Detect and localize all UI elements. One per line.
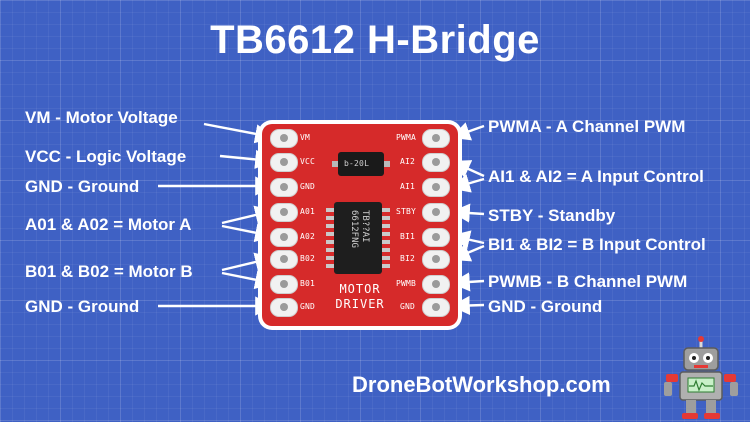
chip-lead xyxy=(326,216,334,220)
chip-lead xyxy=(332,161,338,167)
arrow-icon xyxy=(450,122,485,141)
chip-lead xyxy=(382,208,390,212)
pin-label: GND xyxy=(300,182,316,191)
pad xyxy=(422,275,450,294)
tb6612-chip: TB??AI 6612FNG xyxy=(326,202,390,274)
site-credit: DroneBotWorkshop.com xyxy=(352,372,611,397)
label-vcc: VCC - Logic Voltage xyxy=(25,147,187,166)
pin-label: BI1 xyxy=(400,232,416,241)
pin-label: PWMA xyxy=(396,133,417,142)
label-gnd-left-top: GND - Ground xyxy=(25,177,140,196)
pin-label: STBY xyxy=(396,207,417,216)
arrow-icon xyxy=(450,160,485,178)
pad xyxy=(270,250,298,269)
pad xyxy=(422,250,450,269)
arrow-icon xyxy=(203,122,275,144)
robot-mascot-icon xyxy=(664,336,738,419)
pin-label: GND xyxy=(400,302,416,311)
chip-lead xyxy=(326,248,334,252)
pin-label: B02 xyxy=(300,254,316,263)
arrow-icon xyxy=(450,272,485,292)
arrow-icon xyxy=(450,174,485,193)
board-silkscreen-line2: DRIVER xyxy=(335,297,385,311)
motor-driver-board: VM VCC GND A01 A02 B02 B01 GND PWMA AI2 … xyxy=(262,124,458,326)
chip-lead xyxy=(326,240,334,244)
chip-lead xyxy=(382,216,390,220)
chip-lead xyxy=(326,208,334,212)
pad xyxy=(270,178,298,197)
label-pwmb: PWMB - B Channel PWM xyxy=(488,272,688,291)
chip-lead xyxy=(326,232,334,236)
pin-label: A02 xyxy=(300,232,316,241)
pin-label: B01 xyxy=(300,279,316,288)
arrow-icon xyxy=(450,243,485,262)
label-gnd-left-bottom: GND - Ground xyxy=(25,297,140,316)
chip-lead xyxy=(382,232,390,236)
pad xyxy=(270,153,298,172)
chip-lead xyxy=(382,248,390,252)
pad xyxy=(422,129,450,148)
label-pwma: PWMA - A Channel PWM xyxy=(488,117,686,136)
arrow-icon xyxy=(450,230,485,250)
pad xyxy=(270,298,298,317)
pad xyxy=(422,153,450,172)
pin-label: VCC xyxy=(300,157,316,166)
chip-lead xyxy=(326,256,334,260)
voltage-regulator-chip: b-20L xyxy=(332,152,390,176)
chip-lead xyxy=(382,256,390,260)
pin-label: AI2 xyxy=(400,157,416,166)
chip-lead xyxy=(326,264,334,268)
chip-lead xyxy=(384,161,390,167)
label-gnd-right: GND - Ground xyxy=(488,297,603,316)
chip-lead xyxy=(382,240,390,244)
pad xyxy=(270,275,298,294)
label-a-input: AI1 & AI2 = A Input Control xyxy=(488,167,704,186)
chip-lead xyxy=(326,224,334,228)
pad xyxy=(270,203,298,222)
pad xyxy=(270,129,298,148)
pin-label: VM xyxy=(300,133,311,142)
pad xyxy=(270,228,298,247)
arrow-icon xyxy=(450,295,485,316)
label-motor-b: B01 & B02 = Motor B xyxy=(25,262,193,281)
label-motor-a: A01 & A02 = Motor A xyxy=(25,215,192,234)
regulator-marking: b-20L xyxy=(344,159,370,168)
pad xyxy=(422,298,450,317)
pad xyxy=(422,203,450,222)
pad xyxy=(422,178,450,197)
chip-lead xyxy=(382,224,390,228)
chip-lead xyxy=(382,264,390,268)
label-stby: STBY - Standby xyxy=(488,206,616,225)
pin-label: BI2 xyxy=(400,254,416,263)
pin-label: AI1 xyxy=(400,182,416,191)
chip-marking: TB??AI 6612FNG xyxy=(349,210,370,248)
label-b-input: BI1 & BI2 = B Input Control xyxy=(488,235,706,254)
board-silkscreen-line1: MOTOR xyxy=(339,282,381,296)
pad xyxy=(422,228,450,247)
pin-label: A01 xyxy=(300,207,316,216)
arrow-icon xyxy=(450,203,485,223)
pin-label: GND xyxy=(300,302,316,311)
label-vm: VM - Motor Voltage xyxy=(25,108,178,127)
pin-label: PWMB xyxy=(396,279,417,288)
diagram-title: TB6612 H-Bridge xyxy=(210,18,540,62)
